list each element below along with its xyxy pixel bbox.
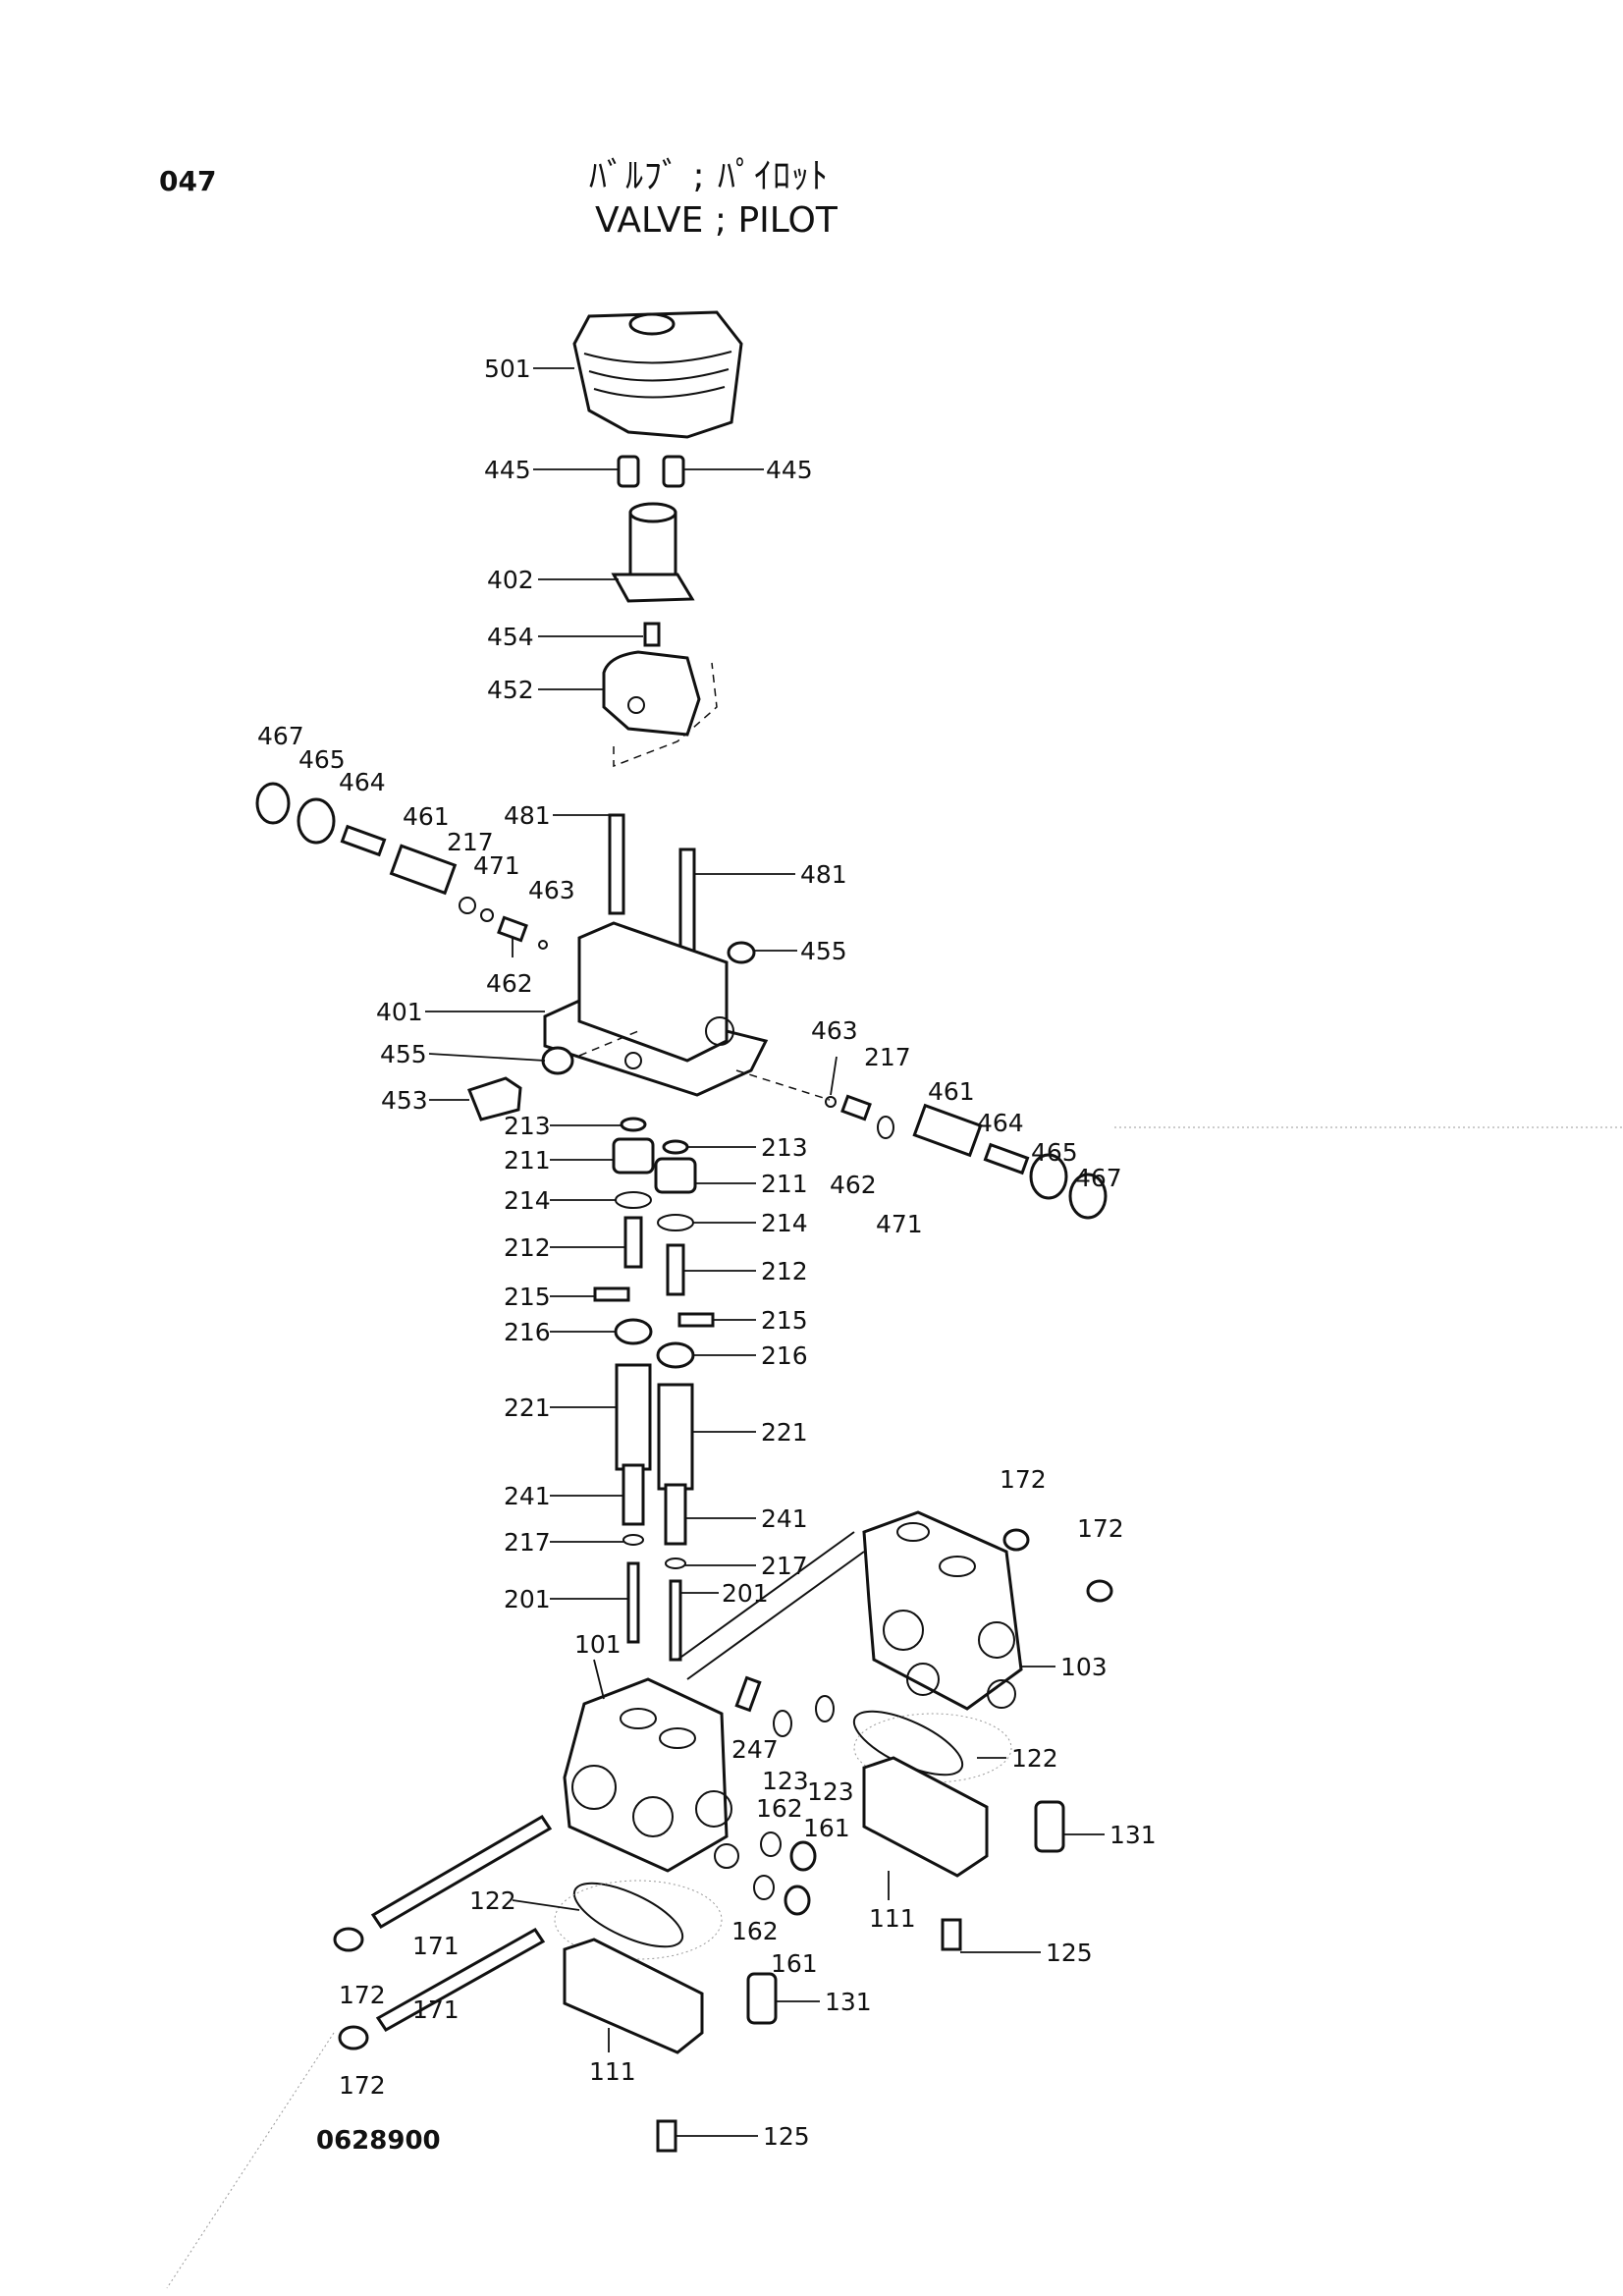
callout-label: 454 (487, 623, 534, 651)
callout-label: 464 (977, 1109, 1024, 1137)
callout-label: 221 (761, 1418, 808, 1447)
part-adjuster-right (825, 1094, 1108, 1220)
callout-label: 171 (412, 1995, 460, 2024)
callout-label: 217 (864, 1043, 911, 1071)
callout-label: 201 (722, 1579, 769, 1608)
part-cover-right (852, 1710, 1065, 1951)
callout-label: 215 (504, 1283, 551, 1311)
part-rods-481 (608, 813, 696, 959)
callout-label: 101 (574, 1630, 622, 1659)
callout-label: 462 (830, 1171, 877, 1199)
callout-label: 125 (1046, 1939, 1093, 1967)
callout-label: 122 (1011, 1744, 1058, 1773)
callout-label: 217 (761, 1552, 808, 1580)
callout-label: 212 (761, 1257, 808, 1285)
callout-label: 221 (504, 1394, 551, 1422)
callout-label: 214 (504, 1186, 551, 1215)
callout-label: 471 (473, 851, 520, 880)
callout-label: 123 (762, 1767, 809, 1795)
callout-label: 481 (800, 860, 847, 889)
callout-label: 241 (761, 1504, 808, 1533)
callout-label: 162 (756, 1794, 803, 1823)
callout-label: 247 (731, 1735, 779, 1764)
page-title: VALVE ; PILOT (595, 200, 838, 241)
part-body-103 (862, 1510, 1113, 1711)
part-boot (572, 310, 743, 439)
part-tie-rods-171 (333, 1814, 553, 2050)
callout-label: 217 (504, 1528, 551, 1557)
callout-label: 401 (376, 998, 423, 1026)
part-plunger-stack-left (593, 1117, 655, 1644)
part-body-101 (563, 1531, 865, 1873)
callout-label: 172 (1077, 1514, 1124, 1543)
part-plate-402 (611, 502, 695, 603)
callout-labels: 501 445 445 402 454 452 467 465 464 461 … (257, 355, 1157, 2151)
callout-label: 452 (487, 676, 534, 704)
drawing-number: 0628900 (316, 2126, 441, 2156)
callout-label: 211 (761, 1170, 808, 1198)
part-screws-445 (617, 455, 685, 488)
part-plunger-stack-right (654, 1139, 715, 1662)
callout-label: 111 (869, 1904, 916, 1933)
callout-label: 125 (763, 2122, 810, 2151)
part-adjuster-left (255, 782, 548, 950)
callout-label: 461 (928, 1077, 975, 1106)
callout-label: 467 (257, 722, 304, 750)
callout-label: 131 (825, 1988, 872, 2016)
part-fittings (734, 1675, 835, 1916)
callout-label: 445 (766, 456, 813, 484)
callout-label: 131 (1109, 1821, 1157, 1849)
callout-label: 215 (761, 1306, 808, 1335)
callout-label: 455 (380, 1040, 427, 1068)
callout-label: 217 (447, 828, 494, 856)
page-title-japanese: ﾊﾞﾙﾌﾞ ; ﾊﾟｲﾛｯﾄ (589, 156, 830, 196)
callout-label: 172 (339, 1981, 386, 2009)
callout-label: 241 (504, 1482, 551, 1510)
callout-label: 461 (403, 802, 450, 831)
page-number: 047 (159, 165, 217, 197)
callout-label: 211 (504, 1146, 551, 1175)
callout-label: 111 (589, 2057, 636, 2086)
callout-label: 467 (1075, 1164, 1122, 1192)
part-cover-left (554, 1880, 778, 2153)
callout-label: 214 (761, 1209, 808, 1237)
callout-label: 465 (298, 745, 346, 774)
callout-label: 402 (487, 566, 534, 594)
callout-label: 453 (381, 1086, 428, 1115)
callout-label: 464 (339, 768, 386, 796)
callout-label: 172 (1000, 1465, 1047, 1494)
callout-label: 445 (484, 456, 531, 484)
callout-label: 501 (484, 355, 531, 383)
callout-label: 162 (731, 1917, 779, 1945)
callout-label: 481 (504, 801, 551, 830)
callout-label: 213 (504, 1112, 551, 1140)
callout-label: 471 (876, 1210, 923, 1238)
callout-label: 122 (469, 1886, 516, 1915)
callout-label: 171 (412, 1932, 460, 1960)
callout-label: 455 (800, 937, 847, 965)
callout-label: 213 (761, 1133, 808, 1162)
callout-label: 463 (528, 876, 575, 904)
callout-label: 463 (811, 1016, 858, 1045)
callout-label: 161 (771, 1949, 818, 1978)
callout-label: 216 (761, 1341, 808, 1370)
callout-label: 172 (339, 2071, 386, 2100)
callout-label: 123 (807, 1777, 854, 1806)
part-cam-452 (602, 622, 718, 768)
callout-label: 103 (1060, 1653, 1108, 1681)
callout-label: 212 (504, 1233, 551, 1262)
callout-label: 465 (1031, 1138, 1078, 1167)
callout-label: 201 (504, 1585, 551, 1613)
callout-label: 216 (504, 1318, 551, 1346)
callout-label: 462 (486, 969, 533, 998)
part-body-401 (467, 921, 831, 1121)
callout-label: 161 (803, 1814, 850, 1842)
